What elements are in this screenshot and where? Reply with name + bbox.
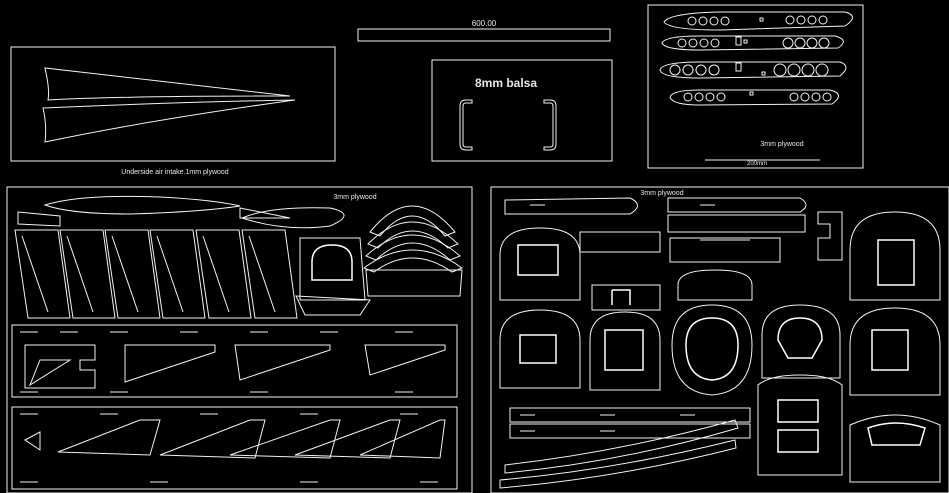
left-sheet-frame (6, 186, 473, 493)
spar-4 (669, 89, 839, 106)
left-arch-formers (362, 205, 464, 297)
right-curved-stringers (499, 407, 751, 489)
left-rib-strips (14, 229, 298, 319)
right-sheet-title: 3mm plywood (640, 190, 683, 197)
balsa-part-right (543, 99, 557, 151)
intake-part-upper (44, 67, 291, 101)
right-sheet-frame (490, 186, 949, 493)
left-small-part-2 (239, 207, 291, 219)
right-hook-part (817, 211, 843, 261)
spar-4-holes (683, 92, 832, 102)
dimension-value: 600.00 (472, 19, 497, 28)
left-small-part-1 (17, 211, 61, 227)
spar-1 (663, 11, 853, 31)
intake-caption: Underside air intake.1mm plywood (121, 169, 228, 176)
right-former-2 (499, 309, 581, 389)
spars-frame (647, 4, 864, 169)
intake-part-lower (42, 99, 296, 143)
right-former-1 (499, 227, 581, 301)
left-long-part-1 (43, 195, 241, 215)
right-former-8 (591, 269, 753, 311)
left-long-part-2 (240, 207, 345, 229)
balsa-panel: 8mm balsa (431, 59, 613, 162)
right-strip-3 (667, 214, 806, 233)
right-former-9 (757, 374, 843, 476)
spar-1-holes (687, 15, 828, 26)
right-former-3 (589, 311, 661, 391)
balsa-part-left (459, 99, 473, 151)
left-subframe-2 (11, 406, 458, 490)
right-strip-2 (667, 197, 807, 213)
right-strip-5 (669, 237, 781, 263)
spar-3 (659, 61, 847, 79)
intake-frame (10, 46, 336, 162)
left-sheet: 3mm plywood (6, 186, 473, 493)
spars-label: 3mm plywood (760, 141, 803, 148)
left-sheet-tick-marks (20, 331, 438, 483)
left-former-frame (299, 237, 366, 301)
right-sheet: 3mm plywood (490, 186, 949, 493)
dimension-bar (357, 28, 611, 42)
right-strip-4 (579, 231, 661, 253)
left-subframe-2-parts (24, 419, 446, 459)
spar-3-holes (669, 63, 829, 77)
left-subframe-1-parts (24, 344, 446, 389)
right-strip-1 (504, 197, 638, 215)
left-sheet-title: 3mm plywood (333, 194, 376, 201)
right-former-10 (849, 414, 941, 483)
balsa-frame (431, 59, 613, 162)
right-former-6 (849, 211, 941, 301)
spars-scale: 200mm (747, 161, 767, 167)
spars-panel: 3mm plywood 200mm (647, 4, 864, 169)
left-former-base (295, 295, 371, 316)
left-subframe-1 (11, 324, 458, 398)
right-sheet-tick-marks (520, 204, 750, 432)
balsa-label: 8mm balsa (475, 76, 537, 90)
dimension-panel: 600.00 (357, 19, 611, 42)
spar-slots (735, 17, 766, 96)
right-former-7 (849, 307, 941, 396)
spar-2-holes (677, 37, 830, 49)
intake-panel: Underside air intake.1mm plywood (10, 46, 336, 176)
spar-2 (661, 35, 844, 51)
left-former-window (311, 244, 353, 281)
right-former-5 (761, 304, 841, 379)
right-former-4 (671, 304, 753, 396)
